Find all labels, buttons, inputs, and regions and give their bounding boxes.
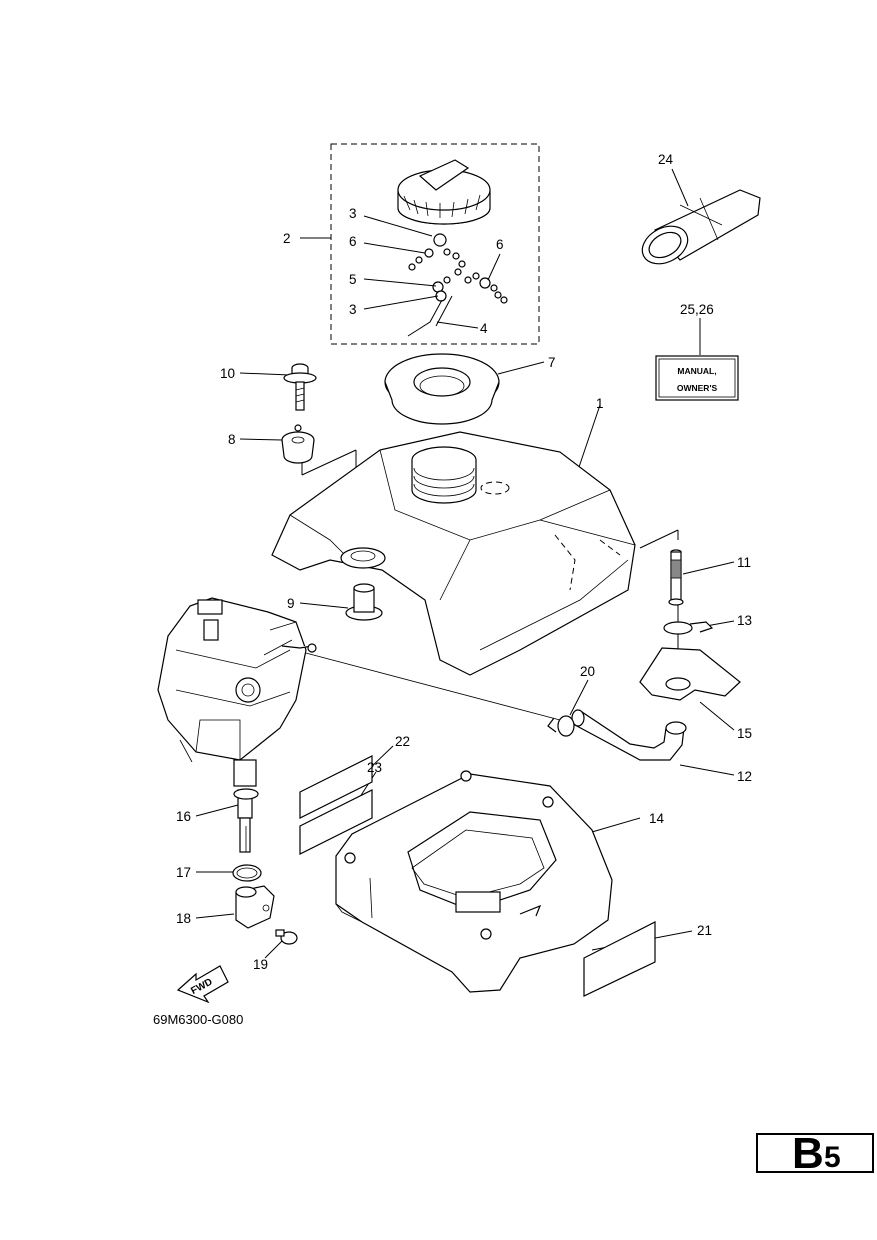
fuel-tank-part [271, 431, 636, 676]
callout-20: 20 [580, 664, 595, 679]
callout-15: 15 [737, 726, 752, 741]
label-21-part [583, 921, 656, 997]
callout-12: 12 [737, 769, 752, 784]
callout-8: 8 [228, 432, 236, 447]
callout-21: 21 [697, 923, 712, 938]
page-tag: B 5 [756, 1129, 874, 1178]
carburetor-part [157, 597, 317, 763]
filler-seal-part [384, 353, 500, 425]
callout-25-26: 25,26 [680, 302, 714, 317]
callout-18: 18 [176, 911, 191, 926]
fuel-filter-part [668, 549, 684, 606]
fuel-cap [397, 159, 491, 225]
forward-arrow-icon: FWD [176, 965, 229, 1004]
manual-label-line2: OWNER'S [677, 383, 718, 393]
callout-6b: 6 [496, 237, 504, 252]
bottom-cowling-part [335, 770, 613, 993]
drawing-code: 69M6300-G080 [153, 1012, 243, 1027]
bolt-part [283, 363, 317, 411]
fuel-hose-part [571, 709, 687, 761]
callout-16: 16 [176, 809, 191, 824]
callout-14: 14 [649, 811, 665, 826]
page-tag-letter: B [792, 1129, 824, 1178]
callout-5: 5 [349, 272, 357, 287]
collar-part [345, 583, 383, 621]
callout-24: 24 [658, 152, 674, 167]
callout-10: 10 [220, 366, 235, 381]
clip-part [663, 621, 714, 635]
callout-3a: 3 [349, 206, 357, 221]
fuel-cap-assembly-group [330, 143, 540, 345]
bracket-part [639, 647, 741, 701]
owners-manual-plate: MANUAL, OWNER'S [655, 355, 739, 401]
choke-lever-part [233, 759, 259, 853]
label-23-part [299, 789, 373, 855]
callout-13: 13 [737, 613, 752, 628]
label-22-part [299, 755, 373, 819]
callout-3b: 3 [349, 302, 357, 317]
callout-23: 23 [367, 760, 382, 775]
damper-part [281, 424, 315, 464]
callout-11: 11 [737, 555, 751, 570]
callout-7: 7 [548, 355, 556, 370]
callout-4: 4 [480, 321, 488, 336]
callout-17: 17 [176, 865, 191, 880]
manual-label-line1: MANUAL, [677, 366, 716, 376]
lever-bracket-part [235, 885, 275, 929]
o-ring-part [232, 864, 262, 882]
callout-numbers: 1 2 3 3 4 5 6 6 7 8 9 10 11 12 13 14 15 … [176, 152, 752, 972]
callout-2: 2 [283, 231, 291, 246]
screw-part [275, 929, 298, 945]
callout-6a: 6 [349, 234, 357, 249]
callout-19: 19 [253, 957, 268, 972]
callout-1: 1 [596, 396, 604, 411]
callout-9: 9 [287, 596, 295, 611]
rubber-boot-part [641, 189, 761, 265]
callout-22: 22 [395, 734, 410, 749]
page-tag-number: 5 [824, 1141, 841, 1174]
hose-clip-part [547, 715, 575, 737]
